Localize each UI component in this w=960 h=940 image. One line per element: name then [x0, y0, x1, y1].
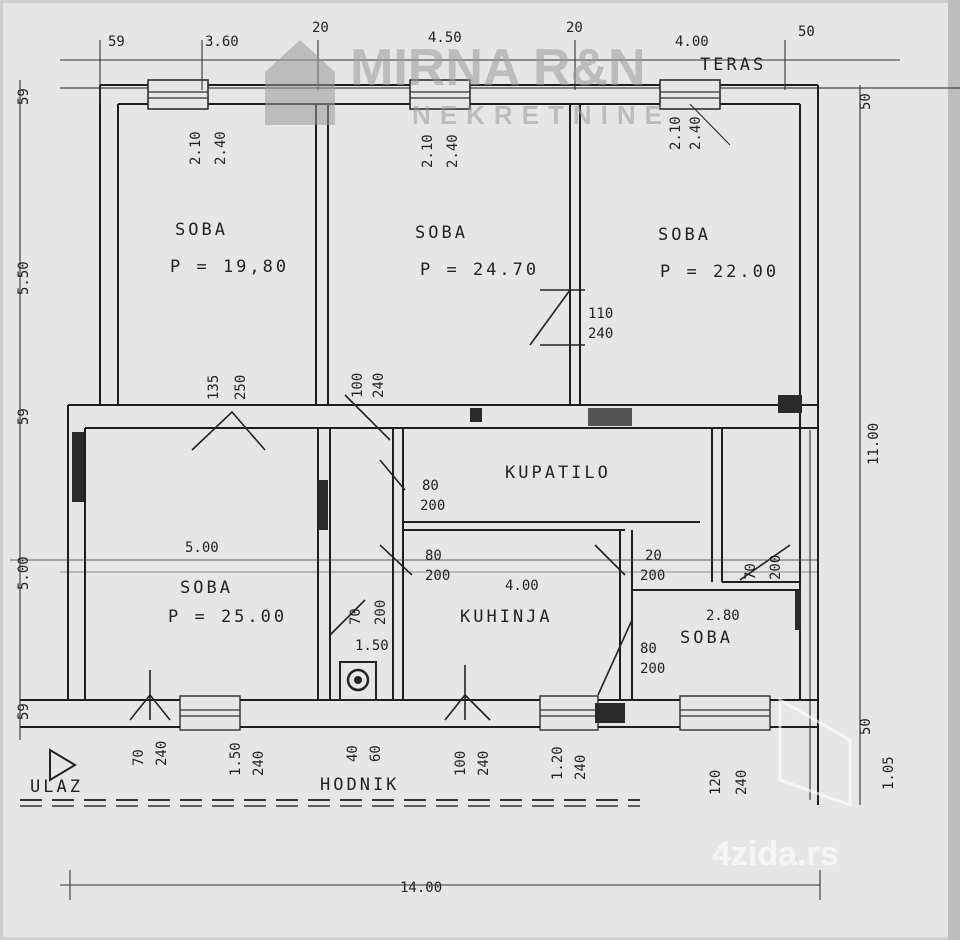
dim-20c: 20	[645, 548, 662, 564]
dim-200b: 200	[425, 568, 450, 584]
dim-280: 2.80	[706, 608, 740, 624]
dim-240b: 240	[588, 326, 613, 342]
dim-win1-a: 2.10	[188, 131, 204, 165]
dim-200f: 200	[640, 661, 665, 677]
dim-top-20a: 20	[312, 20, 329, 36]
dim-top-20b: 20	[566, 20, 583, 36]
dim-win3-a: 2.10	[668, 116, 684, 150]
dim-200a: 200	[420, 498, 445, 514]
dim-100a: 100	[350, 373, 366, 398]
dim-b120b: 120	[708, 770, 724, 795]
dim-250: 250	[233, 375, 249, 400]
dim-right-50a: 50	[858, 93, 874, 110]
dark-blocks	[72, 395, 802, 630]
dim-win1-b: 2.40	[213, 131, 229, 165]
room-kupatilo-name: KUPATILO	[505, 463, 611, 483]
site-watermark-text: 4zida.rs	[712, 835, 839, 873]
dim-top-360: 3.60	[205, 34, 239, 50]
dim-b240a: 240	[154, 741, 170, 766]
watermark-sub: NEKRETNINE	[412, 100, 671, 130]
paper-edge	[948, 0, 960, 940]
dim-right-50b: 50	[858, 718, 874, 735]
room-soba-1-name: SOBA	[175, 220, 228, 240]
dim-200c: 200	[373, 600, 389, 625]
room-kuhinja-name: KUHINJA	[460, 607, 553, 627]
dim-b60: 60	[368, 745, 384, 762]
dimension-lines	[10, 40, 900, 900]
dim-b40: 40	[345, 745, 361, 762]
dim-b150: 1.50	[228, 742, 244, 776]
dim-200e: 200	[768, 555, 784, 580]
dim-left-59b: 59	[16, 408, 32, 425]
dim-left-550: 5.50	[16, 261, 32, 295]
room-soba-1-area: P = 19,80	[170, 257, 289, 277]
dim-top-50: 50	[798, 24, 815, 40]
dim-b240d: 240	[573, 755, 589, 780]
dim-80b: 80	[425, 548, 442, 564]
dim-70b: 70	[743, 563, 759, 580]
dim-150: 1.50	[355, 638, 389, 654]
dim-win2-b: 2.40	[445, 134, 461, 168]
entrance-arrow-icon	[49, 748, 77, 782]
house-logo-icon	[265, 40, 335, 125]
room-soba-4-area: P = 25.00	[168, 607, 287, 627]
dim-200d: 200	[640, 568, 665, 584]
dim-top-59: 59	[108, 34, 125, 50]
dim-b100: 100	[453, 751, 469, 776]
room-soba-2-area: P = 24.70	[420, 260, 539, 280]
dim-b120a: 1.20	[550, 746, 566, 780]
stair-fixture	[339, 661, 377, 701]
watermark-brand: MIRNA R&N	[350, 39, 646, 97]
dim-80a: 80	[422, 478, 439, 494]
room-soba-5-name: SOBA	[680, 628, 733, 648]
dim-right-105: 1.05	[881, 756, 897, 790]
dim-right-1100: 11.00	[866, 423, 882, 465]
dim-total-width: 14.00	[400, 880, 442, 896]
dim-left-59a: 59	[16, 88, 32, 105]
room-soba-3-name: SOBA	[658, 225, 711, 245]
dim-b240c: 240	[476, 751, 492, 776]
dim-left-59c: 59	[16, 703, 32, 720]
teras-label: TERAS	[700, 55, 766, 75]
room-soba-2-name: SOBA	[415, 223, 468, 243]
bottom-windows	[179, 695, 771, 731]
dim-110: 110	[588, 306, 613, 322]
dim-b240b: 240	[251, 751, 267, 776]
hodnik-label: HODNIK	[320, 775, 399, 795]
dim-240a: 240	[371, 373, 387, 398]
dim-left-500: 5.00	[16, 556, 32, 590]
top-windows	[147, 79, 731, 146]
dim-400: 4.00	[505, 578, 539, 594]
watermark: MIRNA R&N NEKRETNINE	[265, 39, 671, 130]
dim-win2-a: 2.10	[420, 134, 436, 168]
dim-top-400: 4.00	[675, 34, 709, 50]
dim-80c: 80	[640, 641, 657, 657]
dim-win3-b: 2.40	[688, 116, 704, 150]
dim-70a: 70	[348, 608, 364, 625]
ulaz-label: ULAZ	[30, 777, 83, 797]
dim-500: 5.00	[185, 540, 219, 556]
inner-walls	[68, 104, 818, 700]
site-watermark: 4zida.rs	[712, 697, 852, 873]
dim-b240e: 240	[734, 770, 750, 795]
room-soba-4-name: SOBA	[180, 578, 233, 598]
room-soba-3-area: P = 22.00	[660, 262, 779, 282]
dim-b70: 70	[131, 749, 147, 766]
dim-135: 135	[206, 375, 222, 400]
dim-top-450: 4.50	[428, 30, 462, 46]
